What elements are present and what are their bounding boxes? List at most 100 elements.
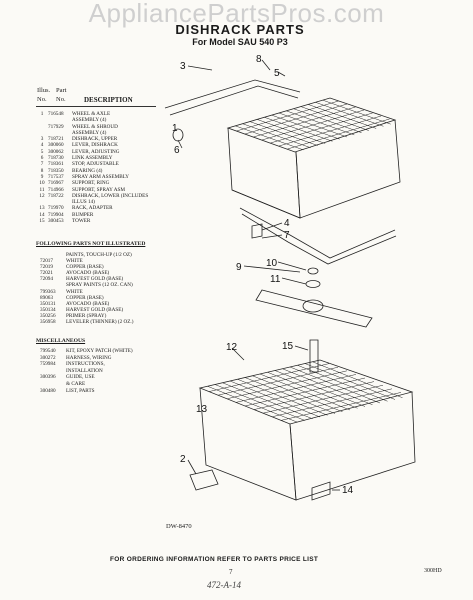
part-description: COPPER (BASE) (66, 264, 104, 271)
parts-row: 717929 WHEEL & SHROUD ASSEMBLY (4) (36, 124, 156, 137)
part-number: 300272 (40, 354, 56, 361)
part-description: STOP, ADJUSTABLE (72, 161, 119, 168)
part-number: 719904 (48, 211, 64, 218)
part-number: 716967 (48, 180, 64, 187)
callout-4: 4 (284, 218, 290, 229)
spray-arm (255, 267, 373, 328)
header-illus: Illus. (37, 87, 51, 94)
part-description: WHEEL & SHROUD ASSEMBLY (4) (72, 123, 118, 136)
part-number: 718722 (48, 192, 64, 199)
upper-dishrack (226, 97, 401, 219)
drawing-code: DW-8470 (166, 523, 192, 530)
callout-15: 15 (282, 341, 294, 352)
illus-no: 5 (40, 148, 44, 155)
header-description: DESCRIPTION (84, 96, 133, 104)
paint-row: SPRAY PAINTS (12 OZ. CAN) (40, 282, 160, 288)
part-description: SPRAY PAINTS (12 OZ. CAN) (66, 282, 133, 289)
part-number: 717929 (48, 123, 64, 130)
illus-no: 3 (40, 136, 44, 143)
part-number: 89063 (40, 294, 53, 301)
part-description: BUMPER (72, 211, 94, 218)
part-description: PRIMER (SPRAY) (66, 312, 107, 319)
part-number: 350134 (40, 306, 56, 313)
part-number: 300396 (40, 374, 56, 381)
callout-14: 14 (342, 485, 354, 496)
part-description: AVOCADO (BASE) (66, 300, 110, 307)
illus-no: 15 (39, 218, 45, 225)
misc-row: 300396 GUIDE, USE & CARE (40, 374, 160, 387)
callout-2: 2 (180, 454, 186, 465)
callout-11: 11 (270, 274, 281, 285)
part-number: 350131 (40, 300, 56, 307)
part-description: LINK ASSEMBLY (72, 155, 113, 162)
header-rule (36, 106, 156, 107)
illus-no: 1 (40, 111, 44, 117)
page-number: 7 (229, 568, 233, 576)
bumper (189, 469, 219, 491)
callout-5: 5 (274, 68, 280, 79)
part-description: WHITE (66, 288, 83, 295)
page-title: DISHRACK PARTS (175, 22, 305, 37)
part-description: BEARING (4) (72, 167, 103, 174)
paint-row: 350131 AVOCADO (BASE) (40, 301, 160, 307)
illus-no: 13 (39, 205, 45, 212)
parts-row: 5 300062 LEVER, ADJUSTING (36, 149, 156, 155)
part-number: 716548 (48, 111, 64, 117)
part-description: TOWER (72, 218, 91, 225)
part-number: 718721 (48, 136, 64, 143)
illus-no: 9 (40, 173, 44, 180)
illus-no: 12 (39, 192, 45, 199)
illus-no: 4 (40, 142, 44, 149)
part-description: SUPPORT, RING (72, 180, 110, 187)
model-subtitle: For Model SAU 540 P3 (192, 37, 288, 47)
part-description: LIST, PARTS (66, 387, 95, 394)
part-number: 718361 (48, 161, 64, 168)
illus-no: 14 (39, 211, 45, 218)
part-description: HARNESS, WIRING (66, 354, 112, 361)
part-number: 714966 (48, 186, 64, 193)
part-number: 717537 (48, 173, 64, 180)
part-number: 718350 (48, 167, 64, 174)
callout-6: 6 (174, 145, 180, 156)
ordering-footer: FOR ORDERING INFORMATION REFER TO PARTS … (110, 556, 319, 563)
callout-13: 13 (196, 404, 208, 415)
part-number: 72021 (40, 270, 53, 277)
header-part: Part (56, 87, 67, 94)
header-no2: No. (56, 96, 66, 103)
part-description: RACK, ADAPTER (72, 205, 113, 212)
part-description: LEVELER (THINNER) (2 OZ.) (66, 319, 134, 326)
rack-lever (239, 207, 396, 259)
part-description: LEVER, ADJUSTING (72, 148, 120, 155)
illus-no: 11 (39, 186, 45, 193)
part-number: 300453 (48, 218, 64, 225)
not-illustrated-heading: FOLLOWING PARTS NOT ILLUSTRATED (36, 241, 146, 247)
illus-no: 6 (40, 155, 44, 162)
part-description: AVOCADO (BASE) (66, 270, 110, 277)
part-description: COPPER (BASE) (66, 294, 104, 301)
misc-row: 300272 HARNESS, WIRING (40, 355, 160, 362)
illus-no: 10 (39, 180, 45, 187)
part-description: DISHRACK, LOWER (INCLUDES ILLUS 14) (72, 192, 149, 206)
part-number: 300062 (48, 148, 64, 155)
paint-row: 89063 COPPER (BASE) (40, 295, 160, 301)
callout-9: 9 (236, 262, 242, 273)
part-description: GUIDE, USE & CARE (66, 374, 95, 387)
